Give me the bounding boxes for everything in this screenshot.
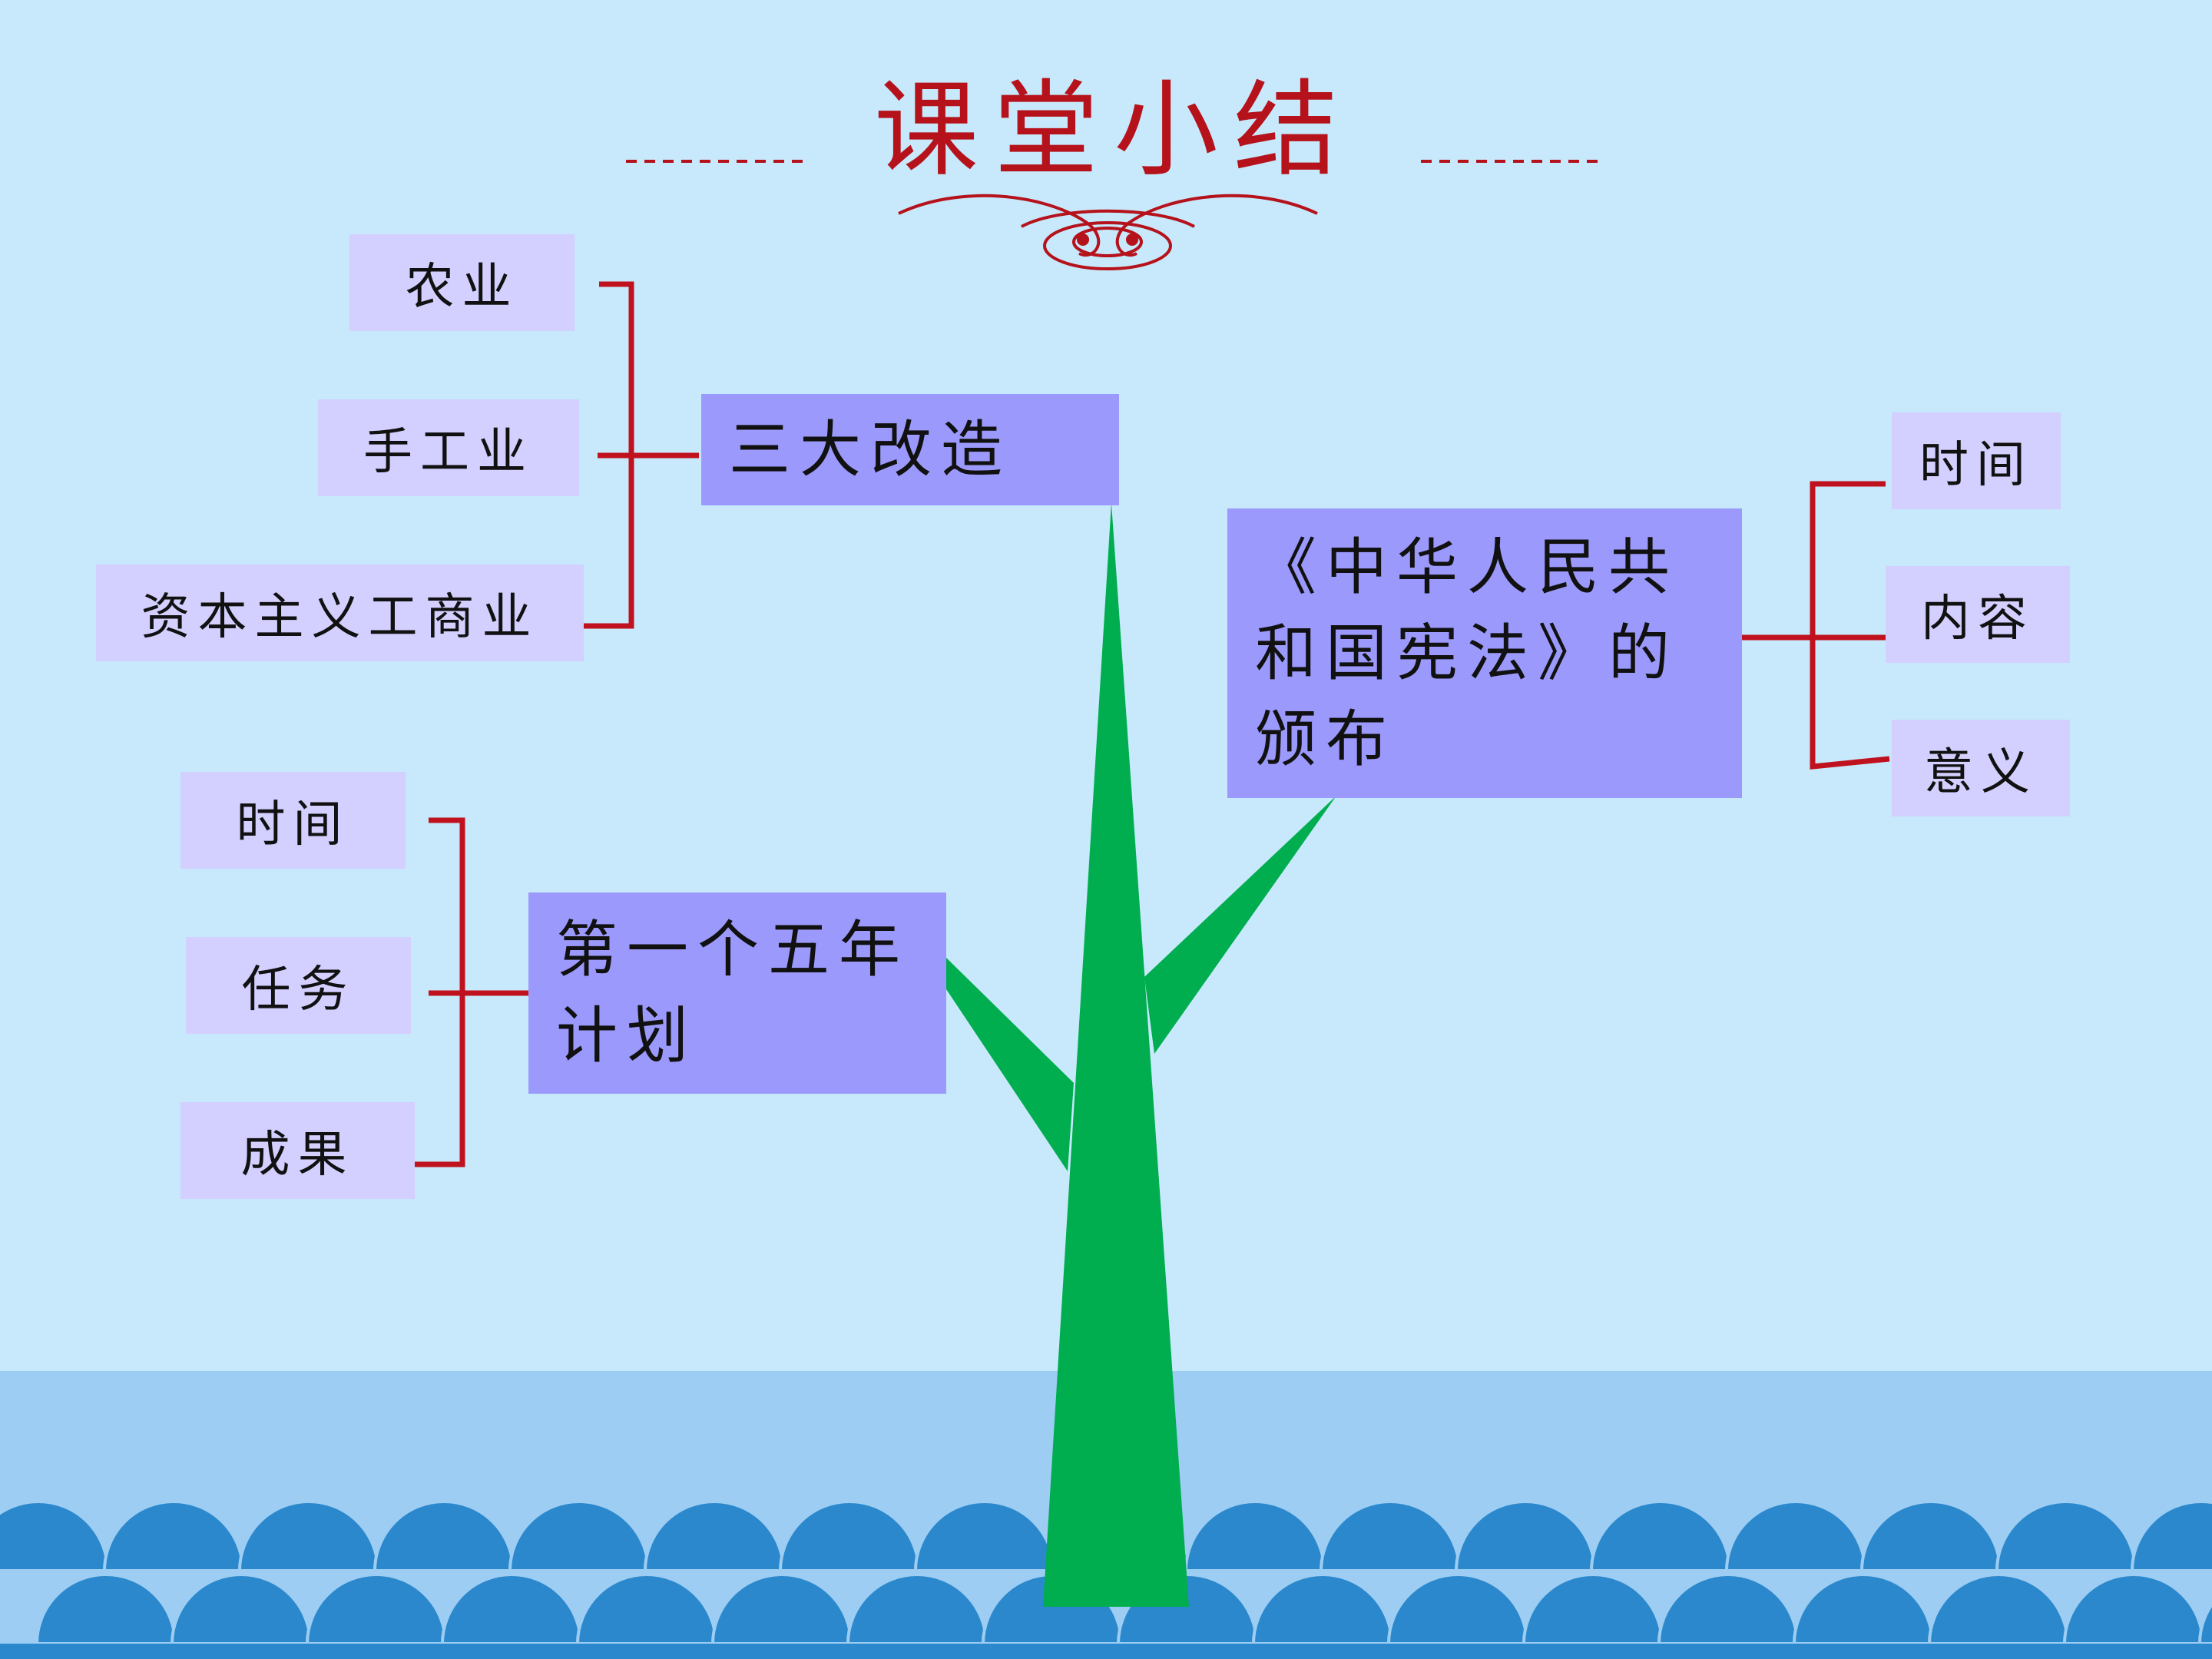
page-title: 课堂小结 — [874, 70, 1353, 191]
wave-bump — [2197, 1601, 2212, 1645]
wave-bump — [440, 1573, 583, 1645]
wave-bump — [170, 1573, 313, 1645]
wave-bump — [1184, 1500, 1326, 1572]
wave-bump — [1251, 1573, 1394, 1645]
wave-bump — [1657, 1573, 1800, 1645]
wave-bump — [0, 1500, 110, 1572]
leaf-plan-time: 时间 — [180, 772, 406, 869]
wave-bump — [1859, 1500, 2002, 1572]
main-box-constitution: 《中华人民共和国宪法》的颁布 — [1227, 508, 1742, 798]
wave-bump — [2062, 1573, 2205, 1645]
tree-branch-right — [1144, 796, 1336, 1054]
tree — [945, 503, 1336, 1607]
leaf-agriculture: 农业 — [349, 234, 575, 331]
wave-bump — [35, 1573, 177, 1645]
wave-bump — [1589, 1500, 1732, 1572]
tree-branch-left — [945, 956, 1074, 1171]
connector-constitution — [1810, 481, 1890, 770]
wave-bump — [373, 1500, 515, 1572]
wave-bump — [2130, 1500, 2212, 1572]
main-box-five-year-plan: 第一个五年计划 — [528, 892, 946, 1094]
wave-bump — [846, 1573, 988, 1645]
wave-bump — [1522, 1573, 1664, 1645]
leaf-handicraft: 手工业 — [318, 399, 579, 496]
wave-base — [0, 1644, 2212, 1659]
leaf-capitalist-industry: 资本主义工商业 — [96, 565, 584, 661]
wave-bump — [1927, 1573, 2070, 1645]
wave-bump — [102, 1500, 245, 1572]
tree-trunk — [1043, 503, 1189, 1607]
leaf-plan-task: 任务 — [186, 937, 411, 1034]
leaf-plan-result: 成果 — [180, 1102, 415, 1199]
title-decoration — [626, 160, 1605, 270]
wave-bump — [1995, 1500, 2137, 1572]
wave-bump — [575, 1573, 718, 1645]
connectors — [415, 281, 1890, 1167]
wave-bump — [710, 1573, 853, 1645]
wave-bump — [1724, 1500, 1867, 1572]
wave-bump — [1386, 1573, 1529, 1645]
wave-bump — [237, 1500, 380, 1572]
wave-bump — [643, 1500, 786, 1572]
leaf-const-significance: 意义 — [1892, 720, 2070, 816]
wave-bump — [305, 1573, 448, 1645]
leaf-const-content: 内容 — [1886, 566, 2070, 663]
wave-bump — [1792, 1573, 1935, 1645]
main-box-reform: 三大改造 — [701, 394, 1119, 505]
wave-bump — [508, 1500, 651, 1572]
wave-bump — [778, 1500, 921, 1572]
leaf-const-time: 时间 — [1892, 412, 2061, 509]
wave-bump — [1319, 1500, 1462, 1572]
wave-bump — [1454, 1500, 1597, 1572]
